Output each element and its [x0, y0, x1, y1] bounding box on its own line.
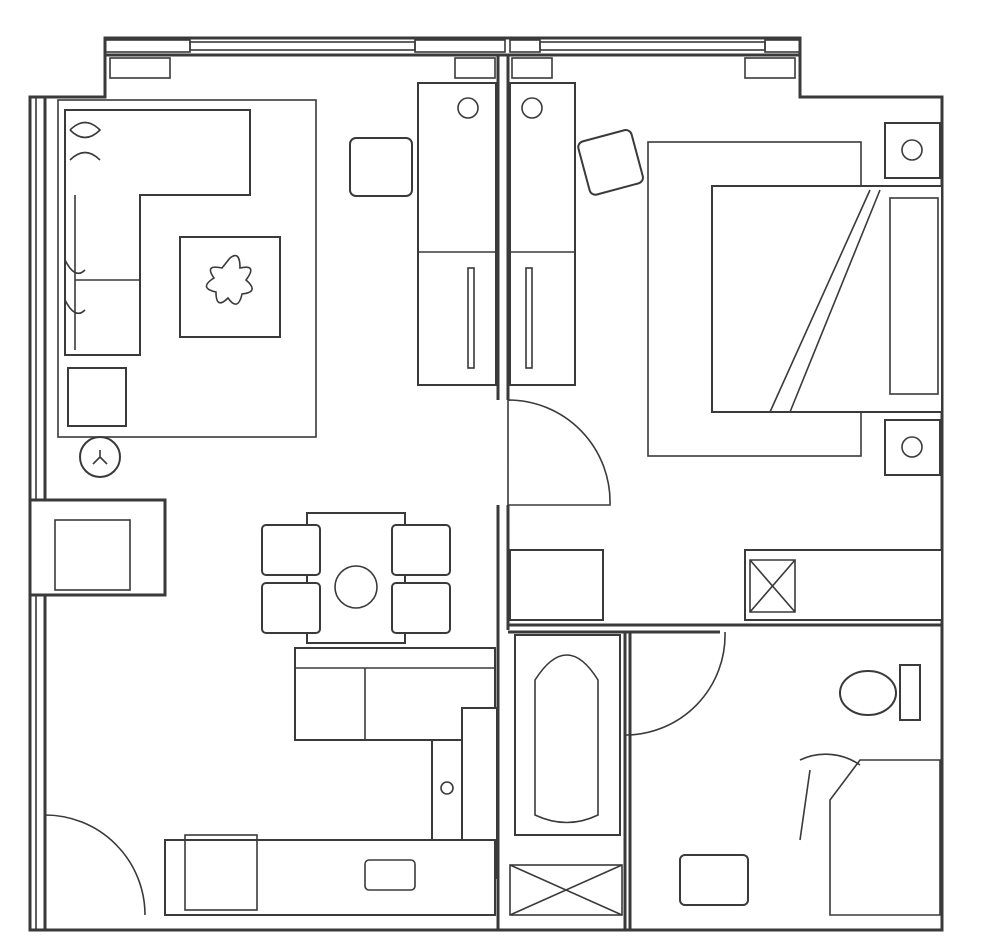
- windows: [104, 39, 801, 79]
- bedroom: [509, 122, 943, 621]
- radiator-mid-left: [454, 57, 496, 79]
- chair-left: [349, 137, 413, 197]
- counter-side: [431, 739, 463, 851]
- chair-right: [577, 129, 644, 196]
- nightstand-top: [884, 122, 941, 179]
- washbasin: [679, 854, 749, 906]
- pillows: [889, 197, 939, 395]
- radiator-right: [744, 57, 796, 79]
- interior-walls: [30, 55, 942, 930]
- outer-walls: [28, 36, 944, 932]
- bathroom-door: [624, 631, 726, 736]
- chair: [261, 582, 321, 634]
- bathtub: [534, 654, 599, 824]
- bathtub-frame: [514, 634, 621, 836]
- desks: [349, 82, 644, 386]
- desk-right: [509, 82, 576, 386]
- bedroom-door: [507, 399, 611, 506]
- living-rug: [57, 99, 317, 438]
- chair: [261, 524, 321, 576]
- living-room: [57, 99, 317, 478]
- stove-burner-icon: [521, 97, 543, 119]
- bathroom: [509, 634, 941, 916]
- shower-tray: [509, 864, 623, 916]
- toilet-tank: [899, 664, 921, 721]
- plant-icon: [64, 121, 102, 315]
- toilet-door: [799, 753, 861, 841]
- wardrobe-2: [744, 549, 943, 621]
- wardrobe-hall: [54, 519, 131, 591]
- side-table: [67, 367, 127, 427]
- doors: [44, 399, 861, 916]
- wardrobe-1: [509, 549, 604, 621]
- desk-left: [417, 82, 497, 386]
- entry-door: [44, 814, 146, 916]
- toilet: [839, 670, 897, 716]
- coffee-table: [179, 236, 281, 338]
- bed: [711, 185, 943, 413]
- sink: [364, 859, 416, 891]
- dining: [261, 512, 451, 644]
- oven: [184, 834, 258, 911]
- radiator-left: [109, 57, 171, 79]
- kitchen: [164, 647, 498, 916]
- shower-area: [829, 759, 941, 916]
- chair: [391, 524, 451, 576]
- stove-burner-icon: [457, 97, 479, 119]
- flower-rug-icon: [205, 254, 253, 305]
- dining-table: [306, 512, 406, 644]
- nightstand-bottom: [884, 419, 941, 476]
- kitchen-counter: [164, 839, 496, 916]
- radiator-mid-right: [511, 57, 553, 79]
- sofa: [64, 109, 251, 356]
- chair: [391, 582, 451, 634]
